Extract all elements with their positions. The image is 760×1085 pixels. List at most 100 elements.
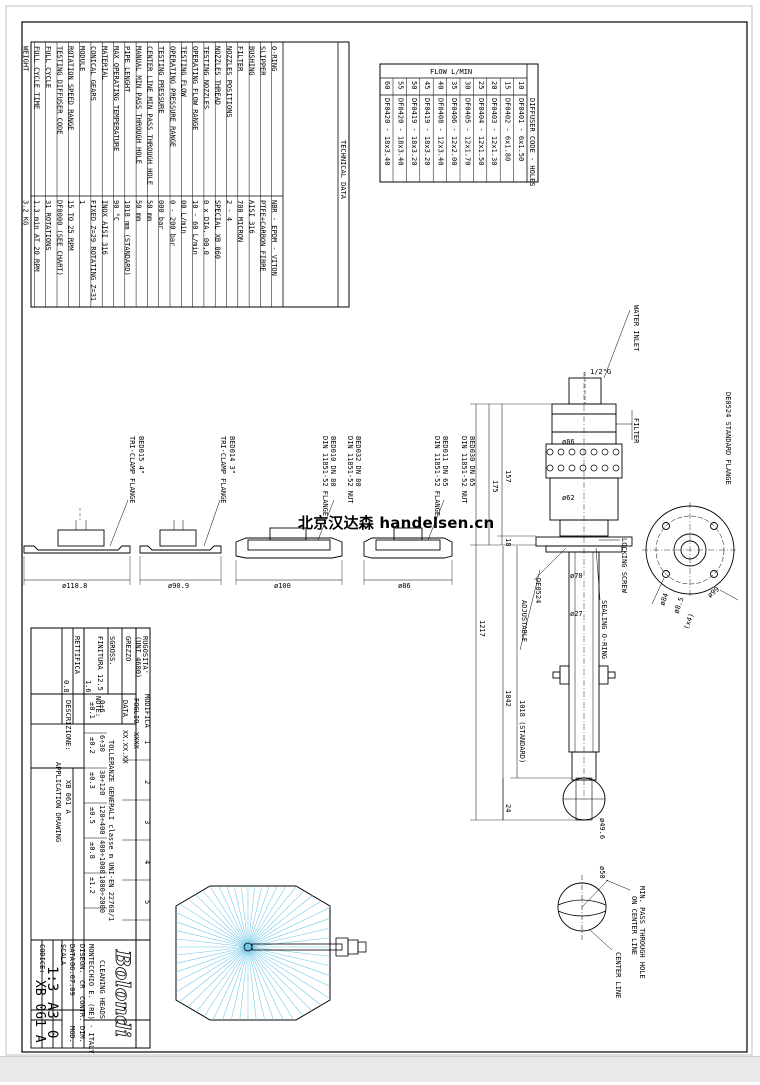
spray-line (204, 946, 249, 1017)
dia-70-label: ø70 (570, 572, 583, 580)
center-line-label: CENTER LINE (614, 952, 622, 998)
flange-4-dia: ø86 (398, 582, 411, 590)
rettifica-label: RETTIFICA (73, 636, 81, 675)
spray-line (175, 912, 249, 948)
tech-row-value: 0 - 200 bar (168, 200, 176, 246)
dim-label: DIM. (78, 1026, 86, 1043)
flow-table-header: DIFFUSER CODE - HOLES (528, 98, 536, 187)
flow-row-code: DF0420 - 18x3.40 (383, 98, 391, 165)
flow-row-value: 60 (383, 81, 391, 89)
revision-number: 4 (143, 860, 151, 864)
bottom-bar (0, 1056, 760, 1082)
tech-row-label: TESTING FLOW (180, 46, 188, 97)
min-pass-title: MIN. PASS THROUGH HOLE (638, 886, 646, 979)
tolerance-range: 400÷1000 (98, 840, 106, 874)
sealing-oring-label: SEALING O-RING (600, 600, 608, 659)
flange-1-dia: ø118.8 (62, 582, 87, 590)
tech-row-label: SLIPPER (259, 46, 267, 76)
uni-label: (UNI 4600) (134, 636, 142, 678)
tech-row-label: OPERATING FLOW RANGE (191, 46, 199, 130)
tech-row-value: SPECIAL XB 060 (214, 200, 222, 259)
min-pass-title2: ON CENTER LINE (630, 896, 638, 955)
spray-line (222, 946, 249, 1021)
dia-27-label: ø27 (570, 610, 583, 618)
bolt-mark (612, 448, 620, 456)
tolerance-range: 120÷400 (98, 805, 106, 835)
tolerance-value: ±1.2 (88, 877, 96, 894)
revision-number: 5 (143, 900, 151, 904)
min-pass-hole-view (557, 875, 631, 951)
tech-row-value: 700 MICRON (236, 200, 244, 242)
flow-table: FLOW L/MIN DIFFUSER CODE - HOLES 10DF040… (379, 63, 539, 187)
spray-line (247, 946, 331, 957)
spray-line (187, 946, 249, 1008)
flange-3-name2: DIN 11851-52 FLANGE (321, 436, 329, 516)
spray-line (247, 907, 331, 948)
bolt-mark (579, 464, 587, 472)
spray-line (247, 946, 322, 1006)
revision-number: 2 (143, 780, 151, 784)
flow-row-code: DF0420 - 18x3.40 (396, 98, 404, 165)
spray-line (202, 890, 249, 948)
dia-496-label: ø49.6 (598, 818, 606, 839)
bolt-mark (612, 464, 620, 472)
foglio-label: FOGLIO (132, 698, 140, 723)
tech-row-label: O-RING (270, 46, 278, 71)
tech-row-value: INOX AISI 316 (101, 200, 109, 255)
tech-row-label: FILTER (236, 46, 244, 72)
flow-row-code: DF0401 - 6x1.50 (517, 98, 525, 161)
spray-line (187, 898, 249, 948)
tech-row-label: OPERATING PRESSURE RANGE (168, 46, 176, 147)
tech-row-label: PIPE LENGHT (123, 46, 131, 93)
bolt-mark (568, 448, 576, 456)
tech-row-value: 00 L/min (180, 200, 188, 234)
description-line-2: APPLICATION DRAWING (54, 762, 62, 842)
dia-99-label: ø99 (706, 585, 721, 599)
spray-line (247, 885, 287, 948)
flow-table-title: FLOW L/MIN (430, 68, 472, 76)
tech-row-label: TESTING PRESSURE (157, 46, 165, 113)
spray-line (247, 946, 274, 1021)
thread-label: 1/2"G (590, 368, 611, 376)
cr-value: CR (78, 980, 86, 989)
scala-label: SCALA (59, 944, 67, 966)
description-line-1: XB 061 A (64, 780, 72, 815)
address-label: MONTECCHIO E. (RE) - ITALY (87, 944, 95, 1054)
tolerance-value: ±0.1 (88, 702, 96, 719)
x4-label: (x4) (682, 612, 695, 631)
tech-row-label: TESTING DIFFUSER CODE (55, 46, 63, 135)
tech-row-label: FULL CYCLE (44, 46, 52, 88)
tech-row-value: 1.3 min AT 20 RPM (33, 200, 41, 272)
tolerance-range: 30÷120 (98, 770, 106, 795)
tech-row-label: CENTER LINE MIN PASS THROUGH HOLE (146, 46, 154, 185)
dia-85-label: ø8.5 (672, 596, 685, 615)
spray-line (247, 885, 263, 948)
dia-86-label: ø86 (562, 438, 575, 446)
flow-row-value: 45 (423, 81, 431, 89)
tech-row-value: 90 °C (112, 200, 120, 221)
bolt-mark (557, 448, 565, 456)
tech-row-label: BUSHING (247, 46, 255, 76)
tech-row-value: 1018 mm (STANDARD) (123, 200, 131, 276)
bolt-mark (546, 448, 554, 456)
dia-84-label: ø84 (658, 592, 670, 607)
bolt-mark (601, 448, 609, 456)
revision-number: 3 (143, 820, 151, 824)
flow-row-code: DF0419 - 18x3.20 (423, 98, 431, 165)
scale-value: 1:3 (44, 966, 60, 991)
flange-4-name: DIN 11851-52 NUT (460, 436, 468, 504)
dim-1042: 1042 (504, 690, 512, 707)
main-head-labels: WATER INLET 1/2"G FILTER 157 175 18 1217… (478, 305, 640, 839)
spray-line (247, 890, 305, 948)
standard-flange-title: DE0524 STANDARD FLANGE (724, 392, 732, 485)
water-inlet-label: WATER INLET (632, 305, 640, 352)
spray-line (179, 946, 249, 1003)
spray-line (247, 946, 331, 999)
brand-logo: Bolondi (111, 949, 135, 1037)
tech-row-label: ROTATION SPEED RANGE (67, 46, 75, 130)
mod-label: MOD. (68, 1026, 76, 1043)
data-label: DATA (121, 700, 129, 718)
flange-2-code: BED014 3" (228, 436, 236, 474)
